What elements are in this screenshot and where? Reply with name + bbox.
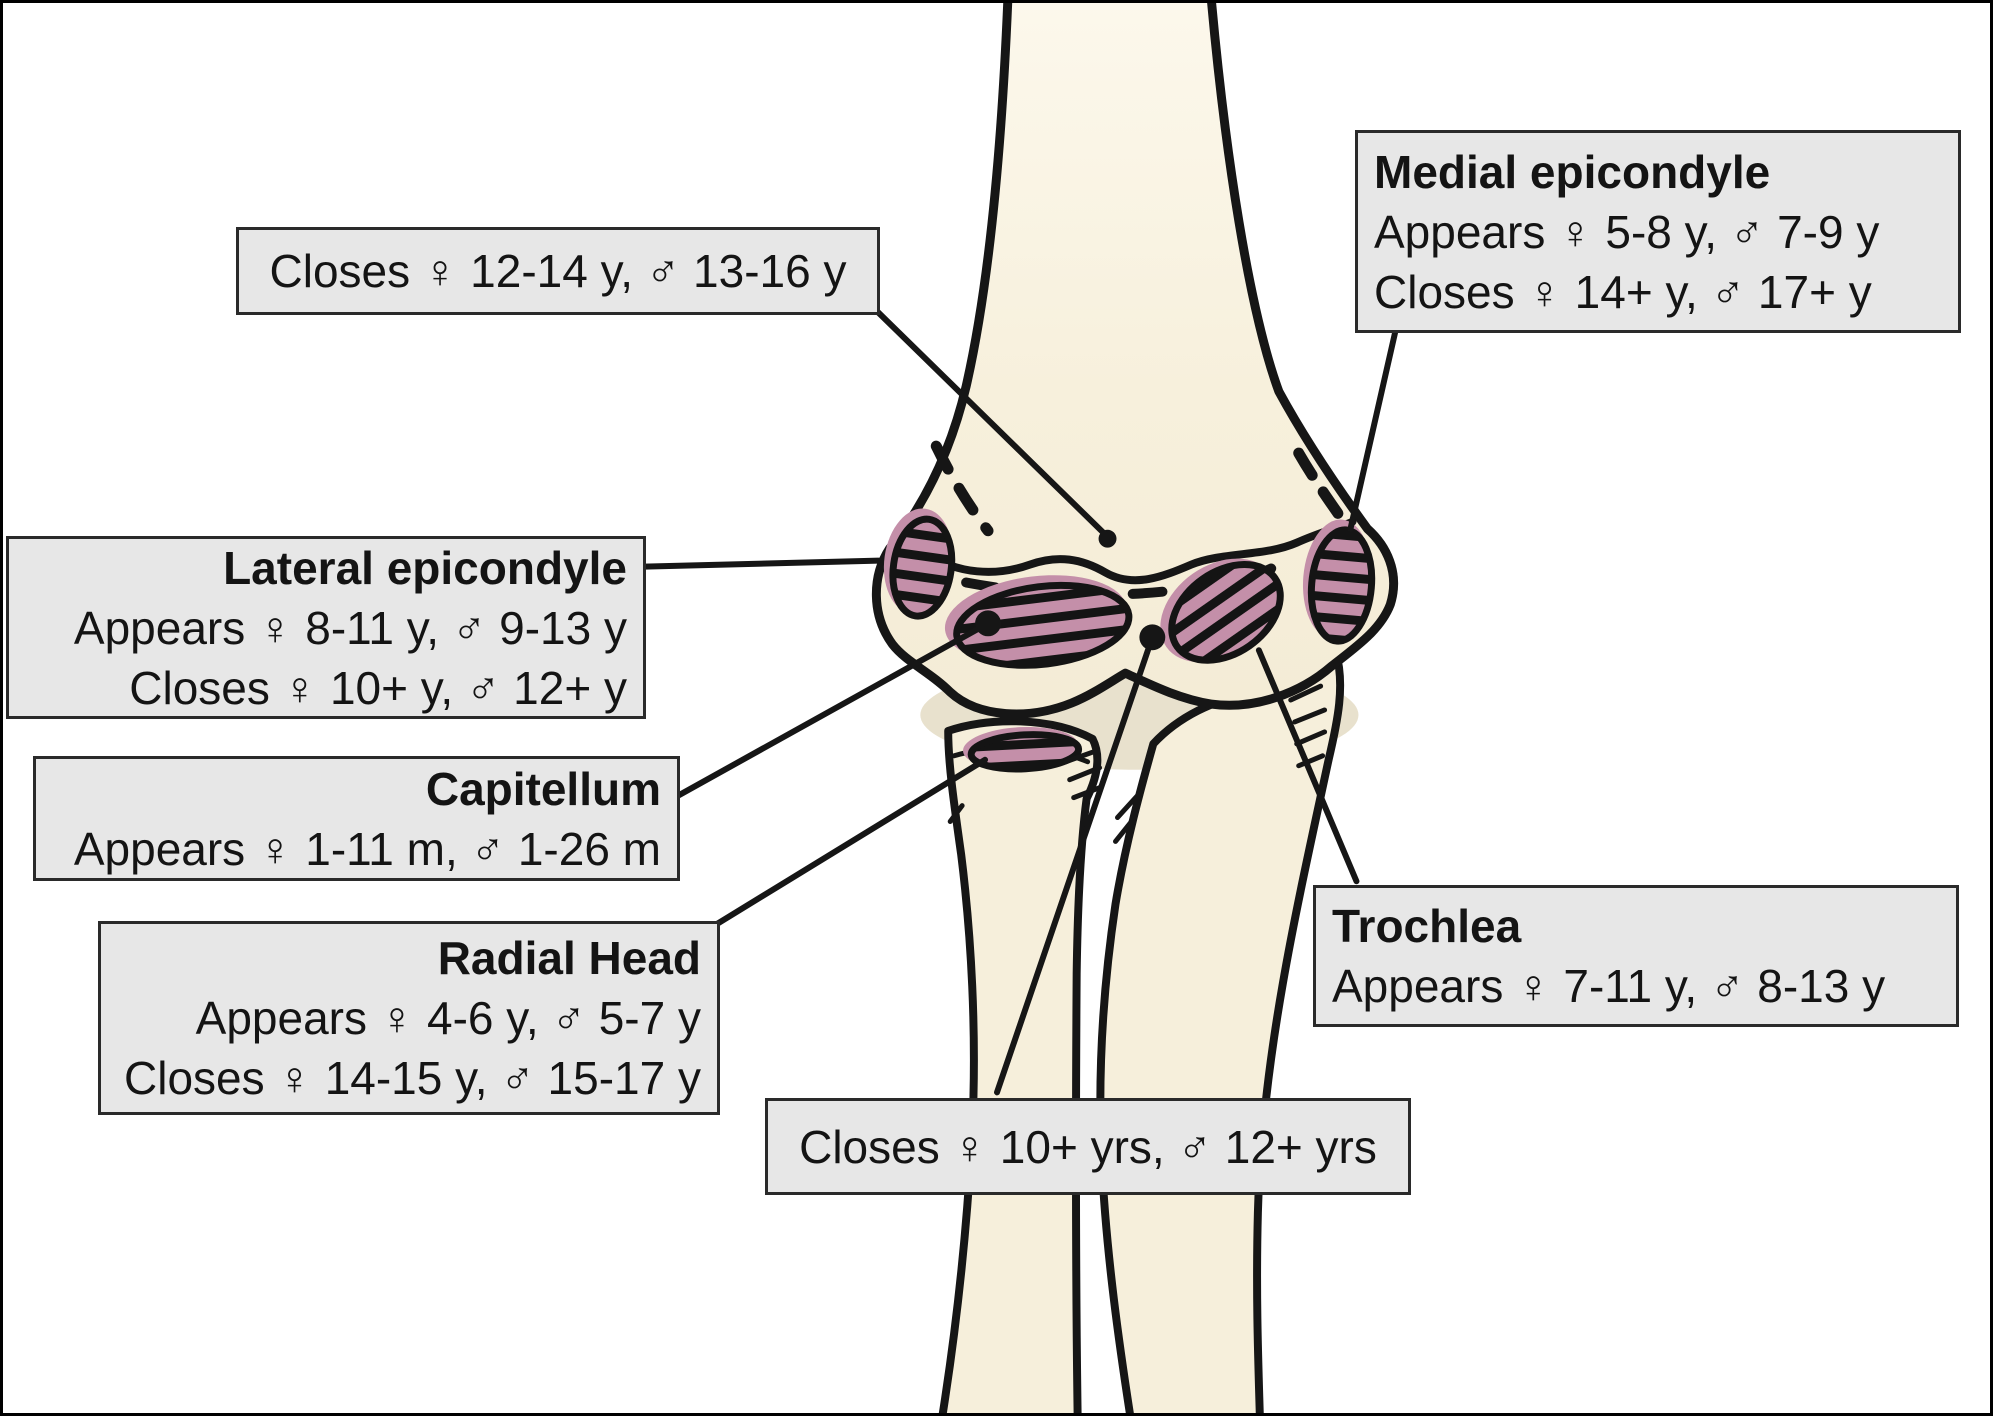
leader-dot-distal <box>1139 624 1166 651</box>
callout-trochlea: Trochlea Appears ♀ 7-11 y, ♂ 8-13 y <box>1313 885 1959 1027</box>
callout-distal-physis-closes: Closes ♀ 10+ yrs, ♂ 12+ yrs <box>765 1098 1411 1195</box>
leader-line-physis <box>874 308 1111 540</box>
callout-capitellum: Capitellum Appears ♀ 1-11 m, ♂ 1-26 m <box>33 756 680 881</box>
callout-title: Capitellum <box>425 762 661 815</box>
humerus-bone <box>871 3 1399 719</box>
callout-lateral-epicondyle: Lateral epicondyle Appears ♀ 8-11 y, ♂ 9… <box>6 536 646 719</box>
callout-text: Closes ♀ 10+ yrs, ♂ 12+ yrs <box>799 1120 1377 1173</box>
callout-text: Closes ♀ 12-14 y, ♂ 13-16 y <box>269 245 847 297</box>
leader-line-lateral <box>641 557 882 570</box>
anatomy-illustration <box>641 3 1399 1413</box>
ossification-center-radial-head <box>963 726 1083 773</box>
callout-appears: Appears ♀ 7-11 y, ♂ 8-13 y <box>1332 960 1886 1012</box>
callout-appears: Appears ♀ 1-11 m, ♂ 1-26 m <box>73 822 661 875</box>
bone-texture-marks <box>947 683 1328 844</box>
callout-closes: Closes ♀ 14-15 y, ♂ 15-17 y <box>124 1052 701 1104</box>
ossification-center-lateral-epicondyle <box>883 508 956 620</box>
radius-bone <box>938 717 1102 1413</box>
leader-line-medial <box>1347 328 1399 532</box>
leader-line-capitellum <box>673 620 992 800</box>
callout-appears: Appears ♀ 5-8 y, ♂ 7-9 y <box>1374 205 1880 258</box>
callout-title: Trochlea <box>1332 900 1522 952</box>
callout-radial-head: Radial Head Appears ♀ 4-6 y, ♂ 5-7 y Clo… <box>98 921 720 1115</box>
callout-appears: Appears ♀ 4-6 y, ♂ 5-7 y <box>195 992 701 1044</box>
callout-medial-epicondyle: Medial epicondyle Appears ♀ 5-8 y, ♂ 7-9… <box>1355 130 1961 333</box>
leader-line-trochlea <box>1255 647 1360 885</box>
leader-lines <box>641 308 1399 1096</box>
callout-closes: Closes ♀ 14+ y, ♂ 17+ y <box>1374 265 1872 318</box>
callout-appears: Appears ♀ 8-11 y, ♂ 9-13 y <box>73 601 627 654</box>
callout-title: Lateral epicondyle <box>223 541 627 594</box>
callout-title: Radial Head <box>437 932 701 984</box>
ossification-center-capitellum <box>944 575 1133 669</box>
ossification-center-trochlea <box>1160 558 1284 664</box>
callout-closes: Closes ♀ 10+ y, ♂ 12+ y <box>129 661 627 714</box>
leader-line-distal <box>994 634 1156 1096</box>
leader-dot-capitellum <box>975 610 1001 637</box>
callout-physis-closes: Closes ♀ 12-14 y, ♂ 13-16 y <box>236 227 880 315</box>
leader-line-radial <box>712 756 989 929</box>
callout-title: Medial epicondyle <box>1374 145 1771 198</box>
ossification-center-medial-epicondyle <box>1302 519 1376 645</box>
